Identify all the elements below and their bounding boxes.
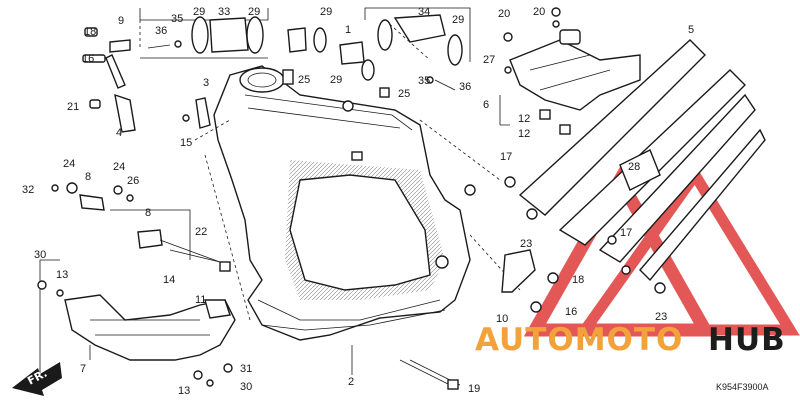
callout-22: 22 bbox=[195, 226, 207, 238]
diagram-code: K954F3900A bbox=[716, 382, 769, 392]
air-box-seals bbox=[147, 14, 463, 91]
callout-17b: 17 bbox=[620, 227, 632, 239]
watermark-part2: HUB bbox=[708, 322, 786, 358]
callout-34: 34 bbox=[418, 6, 430, 18]
callout-32: 32 bbox=[22, 184, 34, 196]
callout-6: 6 bbox=[483, 99, 489, 111]
callout-35a: 35 bbox=[171, 13, 183, 25]
callout-8b: 8 bbox=[145, 207, 151, 219]
hardware bbox=[37, 7, 666, 390]
callout-13b: 13 bbox=[178, 385, 190, 397]
callout-26: 26 bbox=[127, 175, 139, 187]
callout-18b: 18 bbox=[572, 274, 584, 286]
callout-12a: 12 bbox=[518, 113, 530, 125]
callout-21: 21 bbox=[67, 101, 79, 113]
callout-36b: 36 bbox=[459, 81, 471, 93]
callout-25b: 25 bbox=[398, 88, 410, 100]
callout-29c: 29 bbox=[320, 6, 332, 18]
callout-14: 14 bbox=[163, 274, 175, 286]
callout-17a: 17 bbox=[500, 151, 512, 163]
watermark-part1: AUTOMOTO bbox=[475, 322, 683, 358]
callout-16a: 16 bbox=[82, 53, 94, 65]
callout-18a: 18 bbox=[84, 26, 96, 38]
callouts: 1 2 3 4 5 6 7 8 8 9 10 11 12 12 13 13 14… bbox=[22, 6, 694, 397]
callout-5: 5 bbox=[688, 24, 694, 36]
callout-31: 31 bbox=[240, 363, 252, 375]
callout-13a: 13 bbox=[56, 269, 68, 281]
callout-24a: 24 bbox=[63, 158, 75, 170]
callout-12b: 12 bbox=[518, 128, 530, 140]
callout-23a: 23 bbox=[520, 238, 532, 250]
callout-23b: 23 bbox=[655, 311, 667, 323]
callout-28: 28 bbox=[628, 161, 640, 173]
callout-29d: 29 bbox=[330, 74, 342, 86]
callout-30b: 30 bbox=[240, 381, 252, 393]
callout-11: 11 bbox=[195, 294, 206, 306]
callout-9: 9 bbox=[118, 15, 124, 27]
callout-35b: 35 bbox=[418, 75, 430, 87]
front-direction-arrow: FR. bbox=[12, 362, 62, 396]
watermark-text: AUTOMOTO HUB bbox=[475, 322, 786, 358]
callout-3: 3 bbox=[203, 77, 209, 89]
callout-10: 10 bbox=[496, 313, 508, 325]
callout-29e: 29 bbox=[452, 14, 464, 26]
callout-4: 4 bbox=[116, 127, 122, 139]
callout-24b: 24 bbox=[113, 161, 125, 173]
callout-36a: 36 bbox=[155, 25, 167, 37]
callout-27: 27 bbox=[483, 54, 495, 66]
callout-8a: 8 bbox=[85, 171, 91, 183]
callout-2: 2 bbox=[348, 376, 354, 388]
callout-15: 15 bbox=[180, 137, 192, 149]
callout-19: 19 bbox=[468, 383, 480, 395]
callout-20b: 20 bbox=[533, 6, 545, 18]
callout-1: 1 bbox=[345, 24, 351, 36]
callout-20a: 20 bbox=[498, 8, 510, 20]
skid-plate bbox=[64, 294, 236, 361]
callout-29b: 29 bbox=[248, 6, 260, 18]
main-frame bbox=[213, 65, 476, 341]
callout-7: 7 bbox=[80, 363, 86, 375]
callout-25a: 25 bbox=[298, 74, 310, 86]
callout-30a: 30 bbox=[34, 249, 46, 261]
callout-33: 33 bbox=[218, 6, 230, 18]
callout-29a: 29 bbox=[193, 6, 205, 18]
rear-subframe bbox=[509, 29, 766, 282]
callout-16b: 16 bbox=[565, 306, 577, 318]
